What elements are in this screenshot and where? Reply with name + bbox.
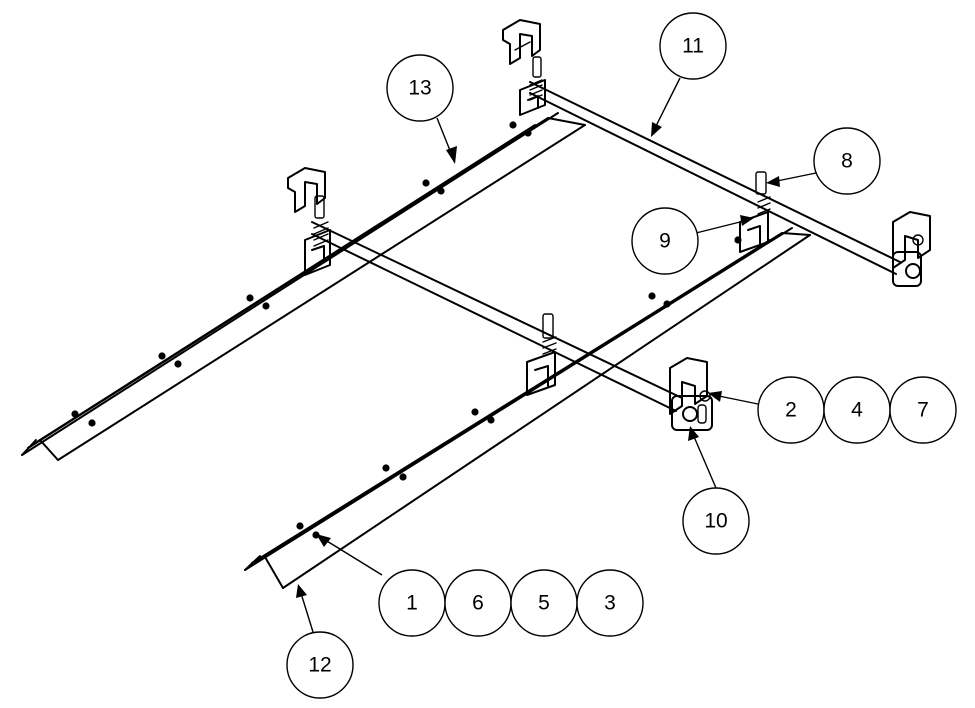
balloon-11: 11 — [659, 12, 727, 80]
balloon-2: 2 — [757, 376, 825, 444]
back-left-hanger — [502, 19, 546, 116]
balloon-8-label: 8 — [841, 150, 853, 173]
balloon-11-label: 11 — [682, 35, 704, 58]
left-angle-rail — [21, 112, 586, 461]
balloon-12: 12 — [286, 631, 354, 699]
balloon-6: 6 — [444, 569, 512, 637]
front-left-hanger — [287, 167, 331, 276]
balloon-5: 5 — [510, 569, 578, 637]
front-cross-bar — [311, 221, 683, 412]
back-right-clamp — [892, 211, 931, 287]
leader-arrowheads — [296, 122, 780, 598]
balloon-9: 9 — [631, 207, 699, 275]
balloon-13-label: 13 — [408, 77, 431, 100]
balloon-5-label: 5 — [538, 592, 550, 615]
balloon-9-label: 9 — [659, 230, 671, 253]
back-cross-bar — [529, 81, 901, 275]
back-left-spring — [529, 79, 543, 101]
balloon-2-label: 2 — [785, 399, 797, 422]
balloon-1: 1 — [378, 569, 446, 637]
front-middle-stud — [526, 313, 557, 396]
right-angle-rail — [244, 227, 811, 589]
balloon-7-label: 7 — [917, 399, 929, 422]
balloon-13: 13 — [386, 54, 454, 122]
balloon-10-label: 10 — [704, 510, 727, 533]
front-right-clamp — [669, 357, 713, 431]
balloon-6-label: 6 — [472, 592, 484, 615]
balloon-4-label: 4 — [851, 399, 863, 422]
leader-lines — [299, 77, 817, 633]
balloon-3-label: 3 — [604, 592, 616, 615]
back-middle-stud — [739, 171, 771, 253]
balloon-8: 8 — [813, 127, 881, 195]
balloon-12-label: 12 — [308, 654, 331, 677]
balloon-3: 3 — [576, 569, 644, 637]
front-left-spring — [313, 221, 329, 247]
balloon-10: 10 — [682, 487, 750, 555]
balloon-4: 4 — [823, 376, 891, 444]
balloon-1-label: 1 — [406, 592, 418, 615]
left-rail-holes — [71, 121, 532, 427]
balloon-7: 7 — [889, 376, 957, 444]
